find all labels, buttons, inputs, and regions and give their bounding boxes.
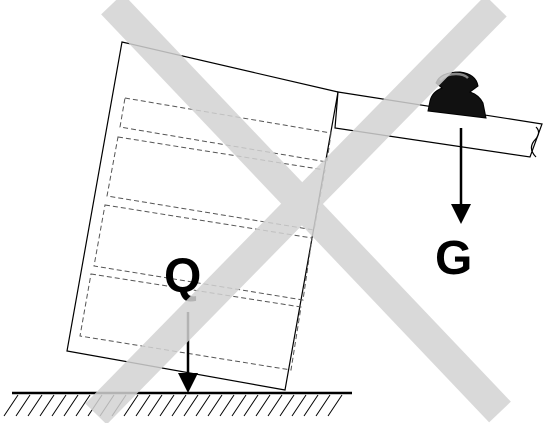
counterweight-icon bbox=[427, 71, 487, 119]
prohibition-cross bbox=[85, 0, 511, 423]
hatch-line bbox=[135, 394, 151, 417]
rail-end-break bbox=[530, 126, 540, 158]
hatch-line bbox=[159, 394, 175, 417]
hatch-line bbox=[123, 394, 139, 417]
hatch-line bbox=[255, 394, 271, 417]
hatch-line bbox=[39, 394, 55, 417]
hatch-line bbox=[315, 394, 331, 417]
hatch-line bbox=[15, 394, 31, 417]
hatch-line bbox=[147, 394, 163, 417]
hatch-line bbox=[303, 394, 319, 417]
drawer-1 bbox=[119, 97, 332, 163]
hatch-line bbox=[267, 394, 283, 417]
drawer-4 bbox=[79, 273, 302, 371]
drawer-3 bbox=[93, 204, 313, 301]
hatch-line bbox=[291, 394, 307, 417]
hatch-line bbox=[75, 394, 91, 417]
ground bbox=[3, 391, 352, 417]
hatch-line bbox=[279, 394, 295, 417]
hatch-line bbox=[219, 394, 235, 417]
hatch-line bbox=[327, 394, 343, 417]
hatch-line bbox=[3, 394, 19, 417]
hatch-line bbox=[243, 394, 259, 417]
hatch-line bbox=[171, 394, 187, 417]
hatch-line bbox=[195, 394, 211, 417]
hatch-line bbox=[63, 394, 79, 417]
hatch-line bbox=[207, 394, 223, 417]
hatch-line bbox=[27, 394, 43, 417]
load-force-label: G bbox=[435, 232, 472, 285]
load-force-arrow bbox=[451, 128, 471, 224]
hatch-line bbox=[231, 394, 247, 417]
ground-hatching bbox=[3, 394, 343, 417]
tilted-cabinet bbox=[66, 41, 339, 391]
hatch-line bbox=[183, 394, 199, 417]
hatch-line bbox=[51, 394, 67, 417]
